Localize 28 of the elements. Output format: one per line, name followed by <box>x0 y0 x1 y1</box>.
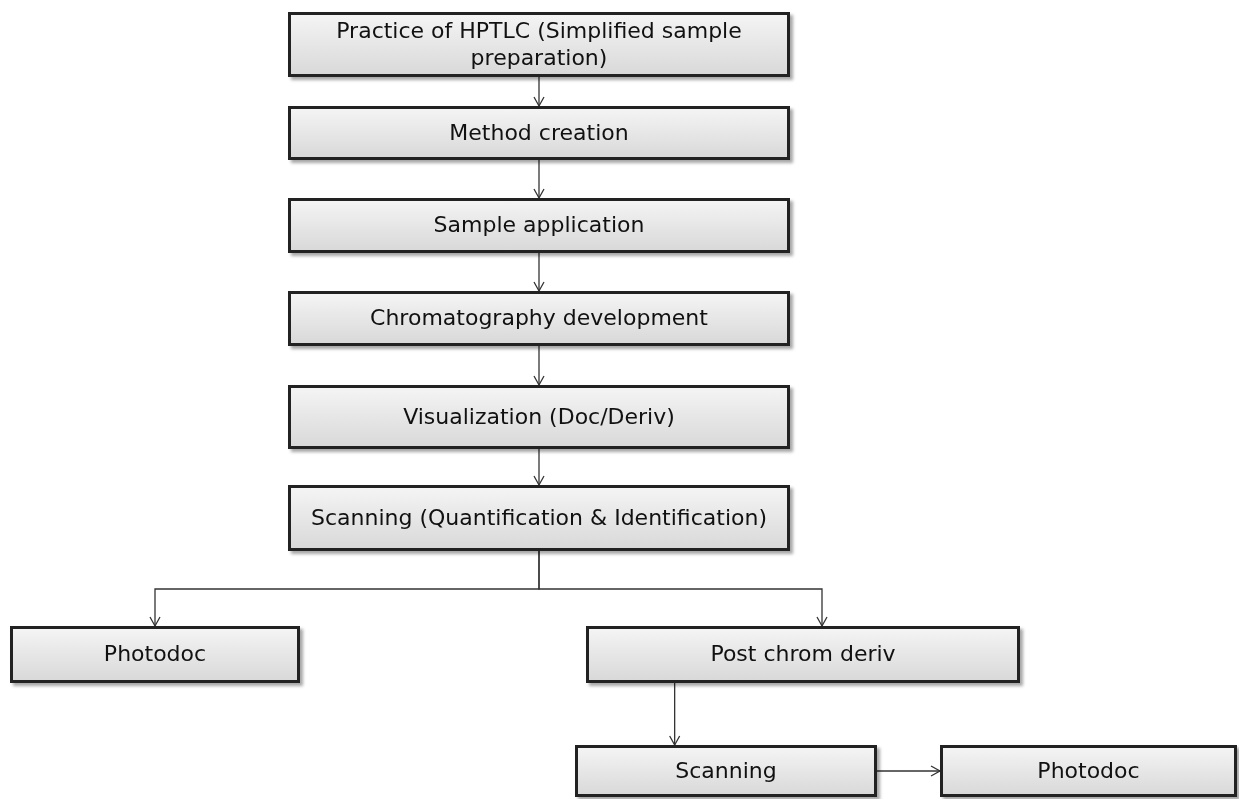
process-box <box>10 626 300 683</box>
arrow <box>538 550 828 627</box>
box-label: Scanning (Quantification & Identification) <box>311 504 767 532</box>
arrow <box>876 765 941 777</box>
process-box <box>940 745 1237 797</box>
arrow <box>533 159 545 199</box>
process-box <box>288 385 790 449</box>
box-label: Sample application <box>433 212 645 239</box>
arrow <box>533 76 545 107</box>
process-box <box>575 745 877 797</box>
arrow <box>533 345 545 386</box>
process-box <box>288 485 790 551</box>
process-box <box>288 12 790 77</box>
box-label: Scanning <box>675 757 777 785</box>
process-box <box>288 291 790 346</box>
box-label: Post chrom deriv <box>710 641 896 668</box>
box-label: Photodoc <box>103 641 207 668</box>
process-box <box>288 106 790 160</box>
box-label: Chromatography development <box>370 305 708 332</box>
process-box <box>288 198 790 253</box>
process-box <box>586 626 1020 683</box>
box-label: Method creation <box>449 119 629 147</box>
box-label: Visualization (Doc/Deriv) <box>403 403 675 431</box>
box-label: Practice of HPTLC (Simplified sample preparation) <box>335 18 743 71</box>
arrow <box>533 448 545 486</box>
arrow <box>669 682 681 746</box>
arrow <box>533 252 545 292</box>
box-label: Photodoc <box>1037 757 1140 785</box>
